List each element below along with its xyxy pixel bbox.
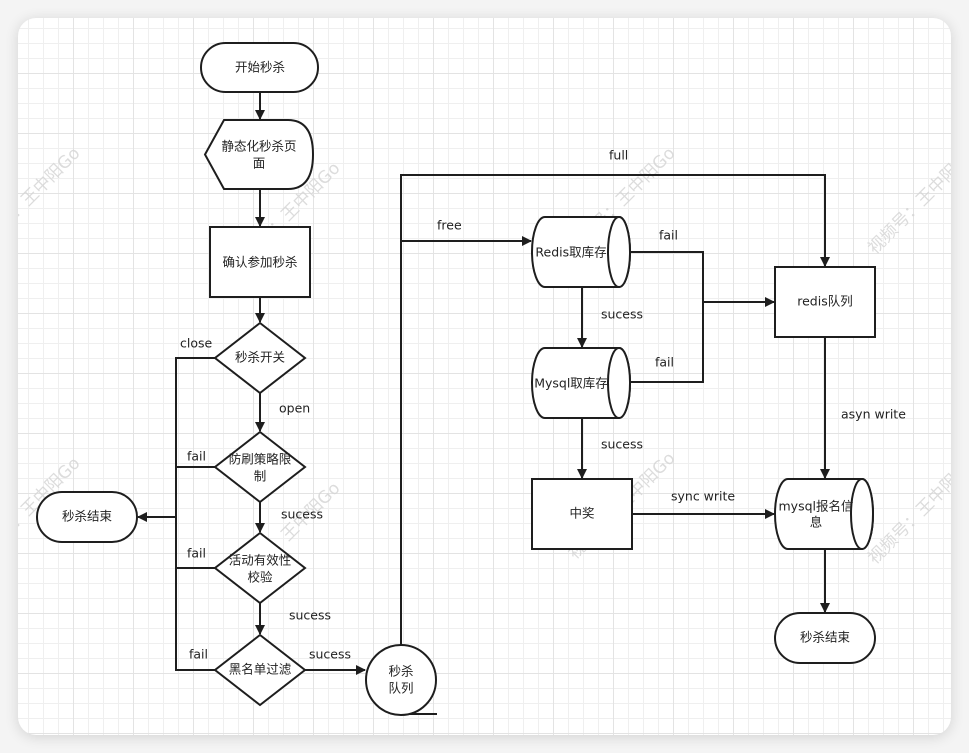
watermark: 视频号：王中阳Go <box>0 144 84 259</box>
node-anti-brush[interactable]: 防刷策略限 制 <box>213 430 307 504</box>
label-fail-valid: fail <box>187 546 206 561</box>
node-label-line1: 秒杀 <box>388 664 413 679</box>
sequential-storage-shape <box>365 644 437 716</box>
node-static-page[interactable]: 静态化秒杀页 面 <box>203 119 315 190</box>
node-label-line1: mysql报名信 <box>779 499 854 514</box>
node-label-line2: 制 <box>254 469 267 484</box>
node-label: 确认参加秒杀 <box>222 255 297 270</box>
node-label-line2: 队列 <box>388 681 413 696</box>
terminator-shape <box>774 612 876 664</box>
label-open: open <box>279 401 310 416</box>
label-success-mysql: sucess <box>601 437 643 452</box>
edge-queue-full[interactable] <box>400 174 830 645</box>
diagram-canvas <box>18 18 951 735</box>
process-shape <box>531 478 633 550</box>
label-sync-write: sync write <box>671 489 735 504</box>
terminator-shape <box>36 491 138 543</box>
database-cap <box>607 347 631 419</box>
label-success-valid: sucess <box>289 608 331 623</box>
node-label: 秒杀结束 <box>800 630 851 645</box>
label-success-redis: sucess <box>601 307 643 322</box>
node-label-line1: 活动有效性 <box>229 553 292 568</box>
node-mysql-stock[interactable]: Mysql取库存 <box>531 347 631 419</box>
node-start[interactable]: 开始秒杀 <box>200 42 319 93</box>
decision-shape <box>213 321 307 395</box>
node-validity[interactable]: 活动有效性 校验 <box>213 531 307 605</box>
decision-shape <box>213 531 307 605</box>
node-label: Redis取库存 <box>535 245 606 260</box>
watermark: 视频号：王中阳Go <box>864 454 969 569</box>
label-fail-black: fail <box>189 647 208 662</box>
terminator-shape <box>200 42 319 93</box>
watermark: 视频号：王中阳Go <box>864 144 969 259</box>
node-label: 秒杀结束 <box>62 509 113 524</box>
edges <box>137 92 830 675</box>
database-cap <box>607 216 631 288</box>
node-seckill-queue[interactable]: 秒杀 队列 <box>365 644 437 716</box>
label-asyn-write: asyn write <box>841 407 906 422</box>
label-fail-anti: fail <box>187 449 206 464</box>
label-full: full <box>609 148 628 163</box>
node-redis-queue[interactable]: redis队列 <box>774 266 876 338</box>
label-free: free <box>437 218 462 233</box>
node-label: 中奖 <box>569 506 594 521</box>
node-label-line2: 息 <box>810 515 823 530</box>
label-fail-redis: fail <box>659 228 678 243</box>
node-redis-stock[interactable]: Redis取库存 <box>531 216 631 288</box>
node-label: 秒杀开关 <box>235 350 285 365</box>
node-label: 开始秒杀 <box>235 60 285 75</box>
label-success-anti: sucess <box>281 507 323 522</box>
edge-labels: close open fail sucess fail sucess fail … <box>180 148 906 662</box>
label-close: close <box>180 336 213 351</box>
edge-switch-close[interactable] <box>175 357 215 671</box>
edge-redis-fail[interactable] <box>631 251 704 383</box>
node-mysql-signup[interactable]: mysql报名信 息 <box>774 478 874 550</box>
label-success-black: sucess <box>309 647 351 662</box>
node-label-line2: 面 <box>253 156 266 171</box>
label-fail-mysql: fail <box>655 355 674 370</box>
process-shape <box>774 266 876 338</box>
database-cap <box>850 478 874 550</box>
decision-shape <box>213 430 307 504</box>
node-end-left[interactable]: 秒杀结束 <box>36 491 138 543</box>
node-label: redis队列 <box>797 294 852 309</box>
node-winner[interactable]: 中奖 <box>531 478 633 550</box>
node-label-line1: 静态化秒杀页 <box>221 139 296 154</box>
process-shape <box>209 226 311 298</box>
decision-shape <box>213 633 307 707</box>
node-switch[interactable]: 秒杀开关 <box>213 321 307 395</box>
node-label-line2: 校验 <box>247 570 273 585</box>
node-label: 黑名单过滤 <box>229 662 292 677</box>
node-label: Mysql取库存 <box>534 376 608 391</box>
node-label-line1: 防刷策略限 <box>229 452 292 467</box>
node-end-right[interactable]: 秒杀结束 <box>774 612 876 664</box>
node-confirm[interactable]: 确认参加秒杀 <box>209 226 311 298</box>
display-shape <box>203 119 315 190</box>
node-blacklist[interactable]: 黑名单过滤 <box>213 633 307 707</box>
